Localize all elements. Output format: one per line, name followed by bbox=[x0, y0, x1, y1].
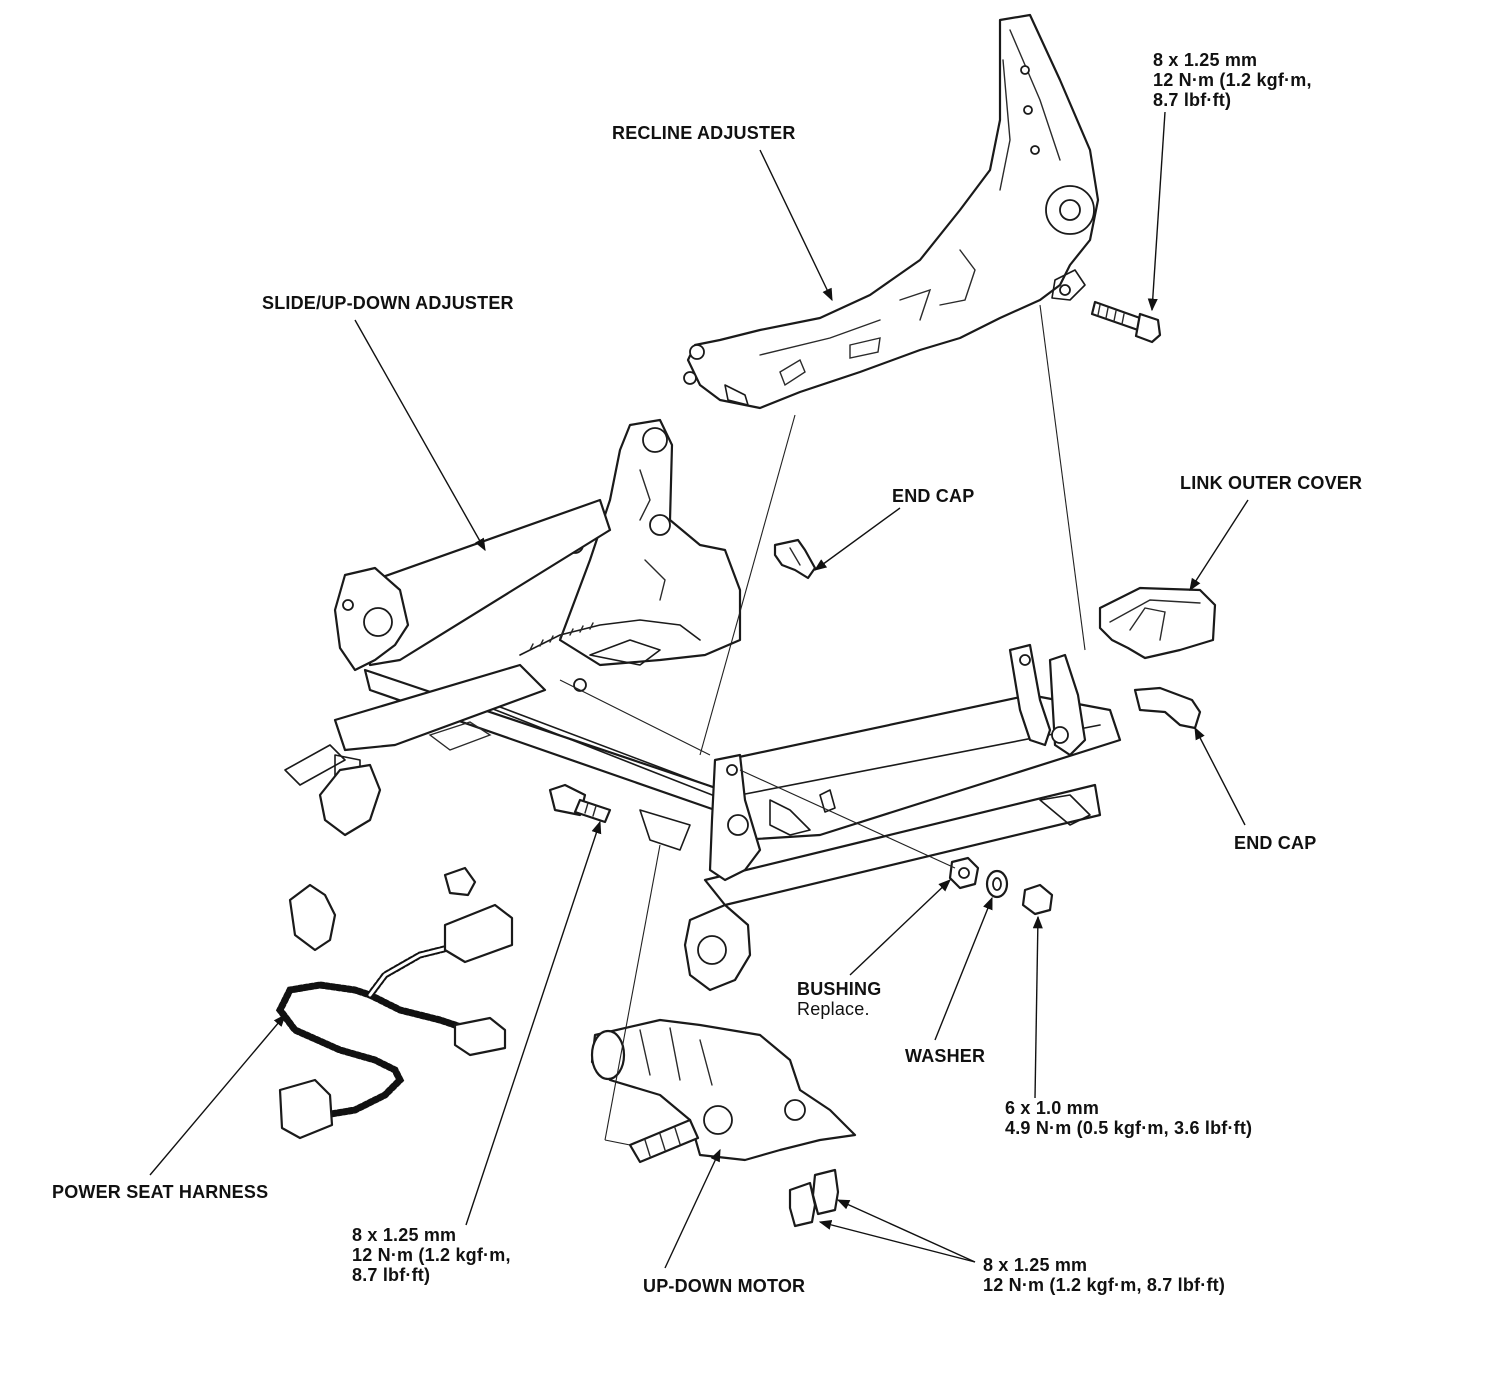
slide-up-down-adjuster bbox=[284, 418, 1122, 992]
link-outer-cover-text: LINK OUTER COVER bbox=[1180, 473, 1363, 493]
torque-size: 8 x 1.25 mm bbox=[352, 1225, 457, 1245]
label-power-seat-harness: POWER SEAT HARNESS bbox=[52, 1182, 268, 1202]
leader-arrows bbox=[149, 111, 1249, 1269]
link-outer-cover bbox=[1098, 586, 1217, 660]
label-end-cap-right: END CAP bbox=[1234, 833, 1316, 853]
torque-value: 12 N·m (1.2 kgf·m, bbox=[1153, 70, 1312, 90]
torque-value: 12 N·m (1.2 kgf·m, 8.7 lbf·ft) bbox=[983, 1275, 1226, 1295]
label-recline-adjuster: RECLINE ADJUSTER bbox=[612, 123, 796, 143]
label-bushing: BUSHING Replace. bbox=[797, 979, 881, 1019]
bolt-top-right bbox=[1090, 300, 1162, 344]
washer bbox=[985, 869, 1009, 899]
washer-text: WASHER bbox=[905, 1046, 986, 1066]
label-up-down-motor: UP-DOWN MOTOR bbox=[643, 1276, 805, 1296]
up-down-motor-text: UP-DOWN MOTOR bbox=[643, 1276, 806, 1296]
torque-label-bottom-right: 8 x 1.25 mm 12 N·m (1.2 kgf·m, 8.7 lbf·f… bbox=[983, 1255, 1225, 1295]
slide-up-down-adjuster-text: SLIDE/UP-DOWN ADJUSTER bbox=[262, 293, 514, 313]
torque-label-bottom-left: 8 x 1.25 mm 12 N·m (1.2 kgf·m, 8.7 lbf·f… bbox=[352, 1225, 511, 1285]
power-seat-harness bbox=[275, 866, 514, 1140]
label-washer: WASHER bbox=[905, 1046, 985, 1066]
recline-adjuster-text: RECLINE ADJUSTER bbox=[612, 123, 796, 143]
alignment-lines bbox=[559, 304, 1086, 1146]
label-end-cap-top: END CAP bbox=[892, 486, 974, 506]
end-cap-right-text: END CAP bbox=[1234, 833, 1317, 853]
bushing-text: BUSHING bbox=[797, 979, 882, 999]
torque-size: 8 x 1.25 mm bbox=[983, 1255, 1088, 1275]
bolts-bottom-right bbox=[788, 1168, 840, 1228]
torque-value-lbf: 8.7 lbf·ft) bbox=[1153, 90, 1232, 110]
bushing bbox=[948, 856, 980, 890]
recline-adjuster bbox=[683, 13, 1100, 410]
torque-label-top-right: 8 x 1.25 mm 12 N·m (1.2 kgf·m, 8.7 lbf·f… bbox=[1153, 50, 1312, 110]
end-cap-right bbox=[1133, 686, 1202, 730]
end-cap-top-text: END CAP bbox=[892, 486, 975, 506]
label-link-outer-cover: LINK OUTER COVER bbox=[1180, 473, 1362, 493]
torque-size: 8 x 1.25 mm bbox=[1153, 50, 1258, 70]
up-down-motor bbox=[590, 1018, 857, 1164]
torque-size: 6 x 1.0 mm bbox=[1005, 1098, 1100, 1118]
torque-value-lbf: 8.7 lbf·ft) bbox=[352, 1265, 431, 1285]
label-slide-up-down-adjuster: SLIDE/UP-DOWN ADJUSTER bbox=[262, 293, 514, 313]
bushing-note: Replace. bbox=[797, 999, 870, 1019]
torque-value: 12 N·m (1.2 kgf·m, bbox=[352, 1245, 511, 1265]
torque-label-6mm: 6 x 1.0 mm 4.9 N·m (0.5 kgf·m, 3.6 lbf·f… bbox=[1005, 1098, 1252, 1138]
bolt-6mm bbox=[1021, 883, 1054, 916]
bolt-middle-left bbox=[548, 783, 612, 824]
torque-value: 4.9 N·m (0.5 kgf·m, 3.6 lbf·ft) bbox=[1005, 1118, 1253, 1138]
power-seat-harness-text: POWER SEAT HARNESS bbox=[52, 1182, 269, 1202]
end-cap-top bbox=[773, 538, 817, 580]
